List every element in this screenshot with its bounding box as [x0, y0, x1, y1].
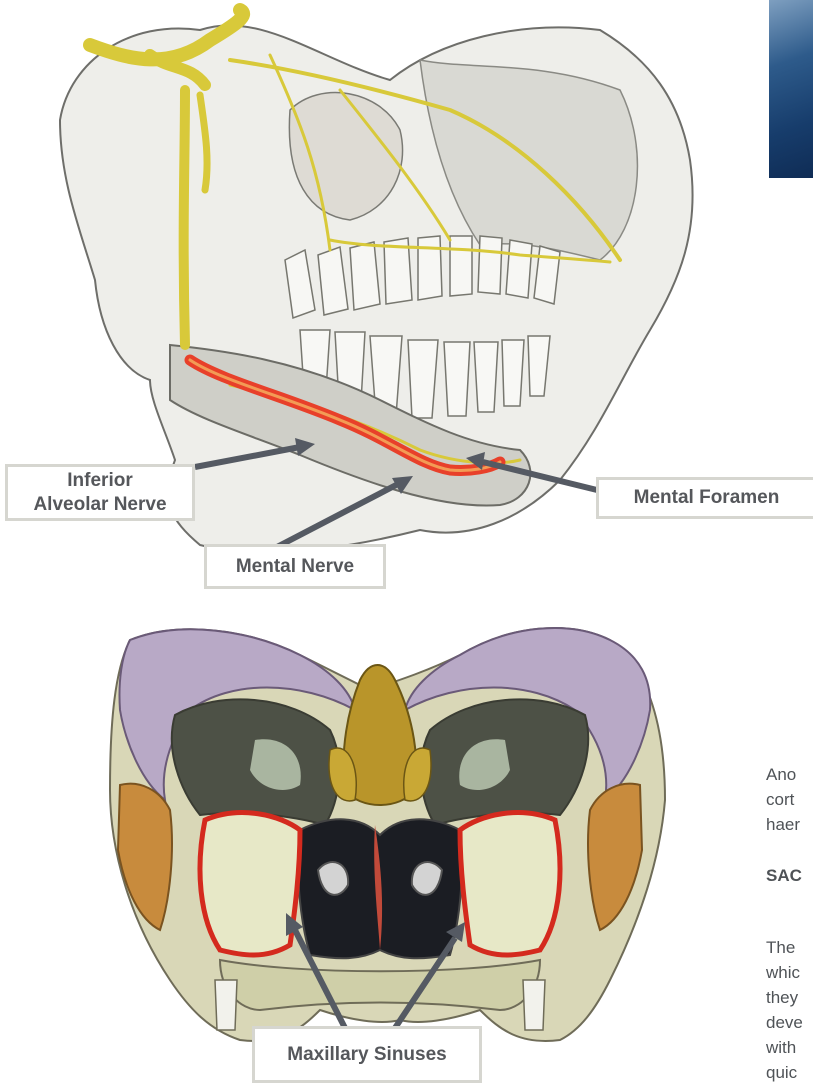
- article-heading: SAC: [766, 863, 813, 888]
- label-line-1: Inferior: [67, 469, 132, 493]
- text-line: quic: [766, 1060, 813, 1085]
- right-maxillary-sinus: [460, 813, 560, 955]
- label-inferior-alveolar-nerve: Inferior Alveolar Nerve: [5, 464, 195, 521]
- article-paragraph-2: The whic they deve with quic: [766, 935, 813, 1085]
- text-line: they: [766, 985, 813, 1010]
- text-line: The: [766, 935, 813, 960]
- maxillary-sinus-illustration: [0, 600, 813, 1090]
- article-paragraph-1: Ano cort haer: [766, 762, 813, 837]
- text-line: deve: [766, 1010, 813, 1035]
- heading-text: SAC: [766, 863, 813, 888]
- text-line: whic: [766, 960, 813, 985]
- left-maxillary-sinus: [200, 813, 300, 955]
- text-line: cort: [766, 787, 813, 812]
- text-line: Ano: [766, 762, 813, 787]
- text-line: haer: [766, 812, 813, 837]
- label-line-2: Alveolar Nerve: [33, 493, 166, 517]
- text-line: with: [766, 1035, 813, 1060]
- label-mental-foramen: Mental Foramen: [596, 477, 813, 519]
- left-molar: [215, 980, 237, 1030]
- left-zygomatic: [118, 784, 172, 930]
- label-maxillary-sinuses: Maxillary Sinuses: [252, 1026, 482, 1083]
- right-molar: [523, 980, 545, 1030]
- label-mental-nerve: Mental Nerve: [204, 544, 386, 589]
